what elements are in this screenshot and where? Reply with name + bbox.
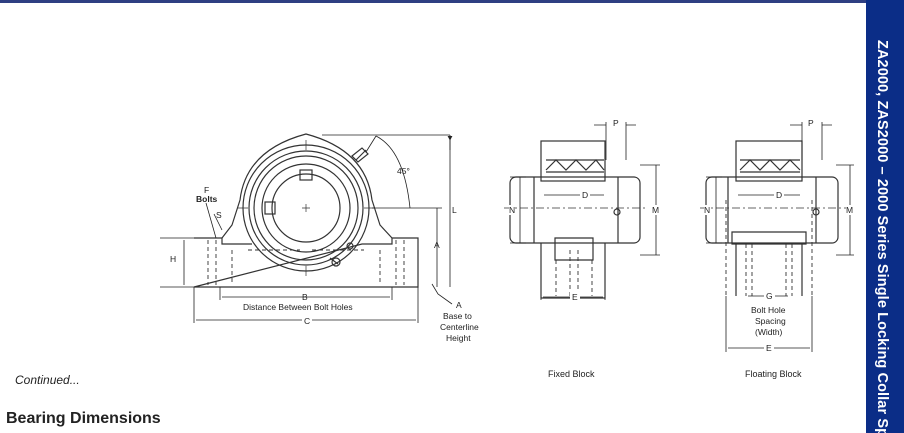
fixed-label-d: D — [580, 190, 591, 200]
floating-label-n: N — [704, 205, 711, 215]
floating-block-drawing — [700, 140, 846, 296]
label-45-degrees: 45° — [397, 166, 410, 176]
label-a: A — [434, 240, 440, 250]
fixed-label-n: N — [509, 205, 516, 215]
floating-label-m: M — [846, 205, 854, 215]
label-centerline: Centerline — [440, 322, 479, 332]
fixed-label-p: P — [613, 118, 619, 128]
label-height: Height — [446, 333, 471, 343]
fixed-label-e: E — [570, 292, 580, 302]
caption-floating-block: Floating Block — [745, 369, 802, 379]
sidebar-title: ZA2000, ZAS2000 – 2000 Series Single Loc… — [874, 40, 890, 433]
floating-label-spacing: Spacing — [755, 316, 786, 326]
label-c: C — [302, 316, 313, 326]
bearing-drawings — [160, 122, 854, 352]
label-bolts: Bolts — [196, 194, 218, 204]
caption-fixed-block: Fixed Block — [548, 369, 595, 379]
label-bolt-distance: Distance Between Bolt Holes — [243, 302, 353, 312]
fixed-label-m: M — [652, 205, 660, 215]
floating-label-e: E — [764, 343, 774, 353]
floating-label-p: P — [808, 118, 814, 128]
label-h: H — [170, 254, 177, 264]
fixed-block-dimensions — [510, 122, 660, 300]
floating-label-g: G — [764, 291, 775, 301]
label-l: L — [452, 205, 457, 215]
sidebar-band: ZA2000, ZAS2000 – 2000 Series Single Loc… — [866, 0, 904, 433]
label-base-to: Base to — [443, 311, 472, 321]
label-s: S — [216, 210, 222, 220]
label-a-note: A — [456, 300, 462, 310]
label-b: B — [302, 292, 308, 302]
front-view-drawing — [193, 133, 419, 288]
continued-label: Continued... — [15, 373, 80, 387]
floating-label-width: (Width) — [755, 327, 783, 337]
section-heading: Bearing Dimensions — [6, 410, 161, 427]
label-f: F — [204, 185, 210, 195]
fixed-block-drawing — [504, 140, 646, 299]
floating-label-bolt-hole: Bolt Hole — [751, 305, 786, 315]
front-view-dimensions — [160, 134, 453, 323]
top-rule — [0, 0, 868, 3]
floating-label-d: D — [774, 190, 785, 200]
